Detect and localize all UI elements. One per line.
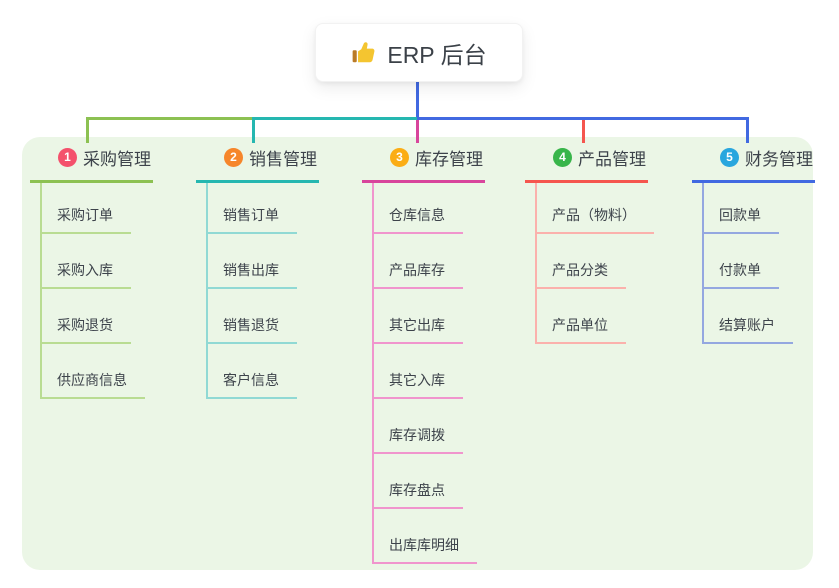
child-node[interactable]: 产品（物料） <box>537 183 654 234</box>
connector-line <box>416 82 419 117</box>
priority-badge: 2 <box>224 148 243 167</box>
connector-line <box>252 117 417 120</box>
connector-line <box>86 117 89 143</box>
priority-badge: 3 <box>390 148 409 167</box>
branch-node-5: 5 财务管理 回款单付款单结算账户 <box>692 145 815 344</box>
branch-header[interactable]: 2 销售管理 <box>196 145 319 183</box>
children-group: 采购订单采购入库采购退货供应商信息 <box>40 183 145 399</box>
child-node[interactable]: 库存调拨 <box>374 399 463 454</box>
branch-node-3: 3 库存管理 仓库信息产品库存其它出库其它入库库存调拨库存盘点出库库明细 <box>362 145 485 564</box>
priority-badge: 1 <box>58 148 77 167</box>
child-node[interactable]: 产品分类 <box>537 234 626 289</box>
branch-header[interactable]: 5 财务管理 <box>692 145 815 183</box>
child-node[interactable]: 库存盘点 <box>374 454 463 509</box>
branch-header[interactable]: 4 产品管理 <box>525 145 648 183</box>
thumbs-up-icon <box>351 40 377 66</box>
connector-line <box>417 117 749 120</box>
branch-label: 财务管理 <box>745 150 813 169</box>
branch-node-4: 4 产品管理 产品（物料）产品分类产品单位 <box>525 145 654 344</box>
connector-line <box>86 117 255 120</box>
priority-badge: 4 <box>553 148 572 167</box>
connector-line <box>582 117 585 143</box>
branch-header[interactable]: 3 库存管理 <box>362 145 485 183</box>
children-group: 产品（物料）产品分类产品单位 <box>535 183 654 344</box>
root-label: ERP 后台 <box>387 41 487 68</box>
branch-label: 采购管理 <box>83 150 151 169</box>
child-node[interactable]: 付款单 <box>704 234 779 289</box>
branch-node-1: 1 采购管理 采购订单采购入库采购退货供应商信息 <box>30 145 153 399</box>
child-node[interactable]: 其它入库 <box>374 344 463 399</box>
branch-group-background <box>22 137 813 570</box>
children-group: 回款单付款单结算账户 <box>702 183 793 344</box>
branch-label: 产品管理 <box>578 150 646 169</box>
branch-node-2: 2 销售管理 销售订单销售出库销售退货客户信息 <box>196 145 319 399</box>
child-node[interactable]: 采购退货 <box>42 289 131 344</box>
children-group: 销售订单销售出库销售退货客户信息 <box>206 183 297 399</box>
branch-label: 库存管理 <box>415 150 483 169</box>
connector-line <box>252 117 255 143</box>
children-group: 仓库信息产品库存其它出库其它入库库存调拨库存盘点出库库明细 <box>372 183 477 564</box>
child-node[interactable]: 采购订单 <box>42 183 131 234</box>
child-node[interactable]: 供应商信息 <box>42 344 145 399</box>
connector-line <box>746 117 749 143</box>
child-node[interactable]: 产品单位 <box>537 289 626 344</box>
child-node[interactable]: 产品库存 <box>374 234 463 289</box>
child-node[interactable]: 销售退货 <box>208 289 297 344</box>
child-node[interactable]: 销售出库 <box>208 234 297 289</box>
root-node[interactable]: ERP 后台 <box>315 23 523 82</box>
priority-badge: 5 <box>720 148 739 167</box>
child-node[interactable]: 客户信息 <box>208 344 297 399</box>
child-node[interactable]: 回款单 <box>704 183 779 234</box>
child-node[interactable]: 采购入库 <box>42 234 131 289</box>
child-node[interactable]: 销售订单 <box>208 183 297 234</box>
connector-line <box>416 120 419 143</box>
branch-label: 销售管理 <box>249 150 317 169</box>
child-node[interactable]: 结算账户 <box>704 289 793 344</box>
child-node[interactable]: 出库库明细 <box>374 509 477 564</box>
child-node[interactable]: 仓库信息 <box>374 183 463 234</box>
branch-header[interactable]: 1 采购管理 <box>30 145 153 183</box>
child-node[interactable]: 其它出库 <box>374 289 463 344</box>
